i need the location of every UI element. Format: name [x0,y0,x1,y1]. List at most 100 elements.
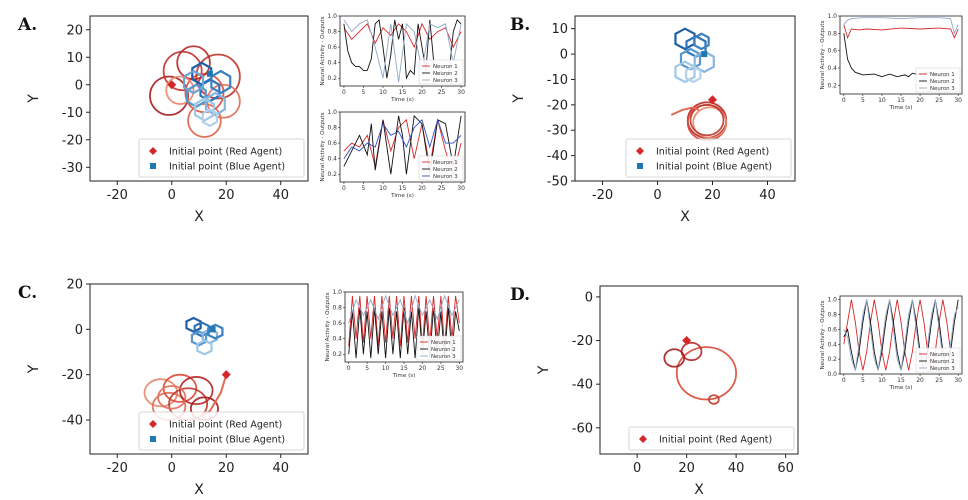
inset-x-tick-label: 25 [438,89,446,96]
inset-x-tick-label: 15 [399,89,407,96]
main-legend: Initial point (Red Agent)Initial point (… [138,411,305,451]
inset-x-tick-label: 30 [457,185,465,192]
trajectory-group [149,45,241,138]
y-tick-label: -40 [547,149,568,164]
legend-red-marker [149,420,157,428]
inset-x-axis-label: Time (s) [390,193,414,199]
inset-y-tick-label: 1.0 [327,109,337,116]
inset-x-axis-label: Time (s) [392,373,416,379]
y-tick-label: 10 [66,51,83,66]
legend-box [138,138,305,178]
y-tick-label: -20 [62,133,83,148]
red-trajectory-loop [157,385,187,410]
inset-x-tick-label: 20 [916,377,924,384]
inset-y-tick-label: 0.8 [332,305,342,312]
red-trajectory-loop [162,50,203,92]
red-trajectory-loop [689,103,725,137]
y-tick-label: -40 [572,378,593,393]
x-tick-label: 20 [218,188,235,203]
panel-letter: C. [18,283,37,303]
inset-x-tick-label: 0 [342,185,346,192]
inset-x-tick-label: 20 [916,97,924,104]
blue-initial-point-marker [701,51,708,58]
y-tick-label: 0 [585,290,593,305]
x-tick-label: 40 [272,188,289,203]
legend-entry: Initial point (Red Agent) [169,420,282,431]
red-initial-point-marker [708,95,717,105]
inset-y-tick-label: 0.4 [327,156,337,163]
blue-trajectory-loop [183,69,205,95]
legend-entry: Initial point (Red Agent) [659,435,772,446]
legend-blue-marker [150,163,156,169]
inset-legend-entry: Neuron 3 [930,366,955,372]
y-tick-label: 20 [66,23,83,38]
y-tick-label: -60 [572,421,593,436]
inset-y-tick-label: 0.6 [827,48,837,55]
legend-entry: Initial point (Red Agent) [656,147,769,158]
inset-y-tick-label: 0.4 [332,336,342,343]
y-axis-label: Y [511,94,527,104]
red-trajectory-loop [675,346,738,401]
inset-legend-entry: Neuron 3 [431,354,456,360]
series-line-neuron-3 [343,19,462,83]
inset-y-tick-label: 1.0 [827,13,837,20]
inset-x-tick-label: 25 [438,185,446,192]
inset-legend-entry: Neuron 3 [433,174,458,180]
inset-legend-entry: Neuron 1 [431,340,456,346]
panel-letter: D. [510,285,530,305]
inset-x-axis-label: Time (s) [390,97,414,103]
series-line-neuron-1 [843,24,959,40]
y-tick-label: 20 [66,278,83,293]
red-trajectory-loop [187,103,222,138]
inset-y-axis-label: Neural Activity - Outputs [320,112,326,181]
y-tick-label: -10 [547,73,568,88]
x-tick-label: 0 [168,461,176,476]
trajectory-group [670,27,728,142]
inset-x-tick-label: 5 [365,365,369,372]
y-tick-label: -50 [547,175,568,190]
y-tick-label: -20 [62,368,83,383]
inset-legend-entry: Neuron 2 [930,79,955,85]
x-tick-label: 0 [633,461,641,476]
inset-x-tick-label: 10 [379,185,387,192]
legend-red-marker [636,147,644,155]
inset-x-tick-label: 30 [954,377,962,384]
y-axis-label: Y [26,94,42,104]
main-legend: Initial point (Red Agent) [628,426,795,451]
main-legend: Initial point (Red Agent)Initial point (… [625,138,792,178]
y-tick-label: 0 [75,78,83,93]
inset-x-tick-label: 5 [861,377,865,384]
x-tick-label: 0 [168,188,176,203]
inset-y-tick-label: 1.0 [827,297,837,304]
inset-x-tick-label: 0 [842,377,846,384]
red-initial-point-marker [682,336,692,346]
inset-y-tick-label: 0.2 [332,351,342,358]
inset-x-tick-label: 0 [342,89,346,96]
series-line-neuron-3 [343,118,462,159]
blue-initial-point-marker [209,326,216,333]
series-line-neuron-1 [343,118,462,176]
legend-box [138,411,305,451]
inset-x-tick-label: 25 [437,365,445,372]
y-tick-label: 0 [560,48,568,63]
inset-x-tick-label: 20 [418,89,426,96]
inset-y-tick-label: 1.0 [327,13,337,20]
inset-legend-entry: Neuron 1 [433,64,458,70]
inset-x-tick-label: 10 [878,97,886,104]
inset-legend-entry: Neuron 1 [930,72,955,78]
inset-y-tick-label: 0.0 [827,371,837,378]
x-axis-label: X [194,209,204,225]
plot-frame [599,285,799,455]
inset-x-tick-label: 25 [935,97,943,104]
legend-entry: Initial point (Blue Agent) [169,162,285,173]
inset-y-tick-label: 0.4 [827,341,837,348]
inset-y-axis-label: Neural Activity - Outputs [320,16,326,85]
x-tick-label: 40 [272,461,289,476]
